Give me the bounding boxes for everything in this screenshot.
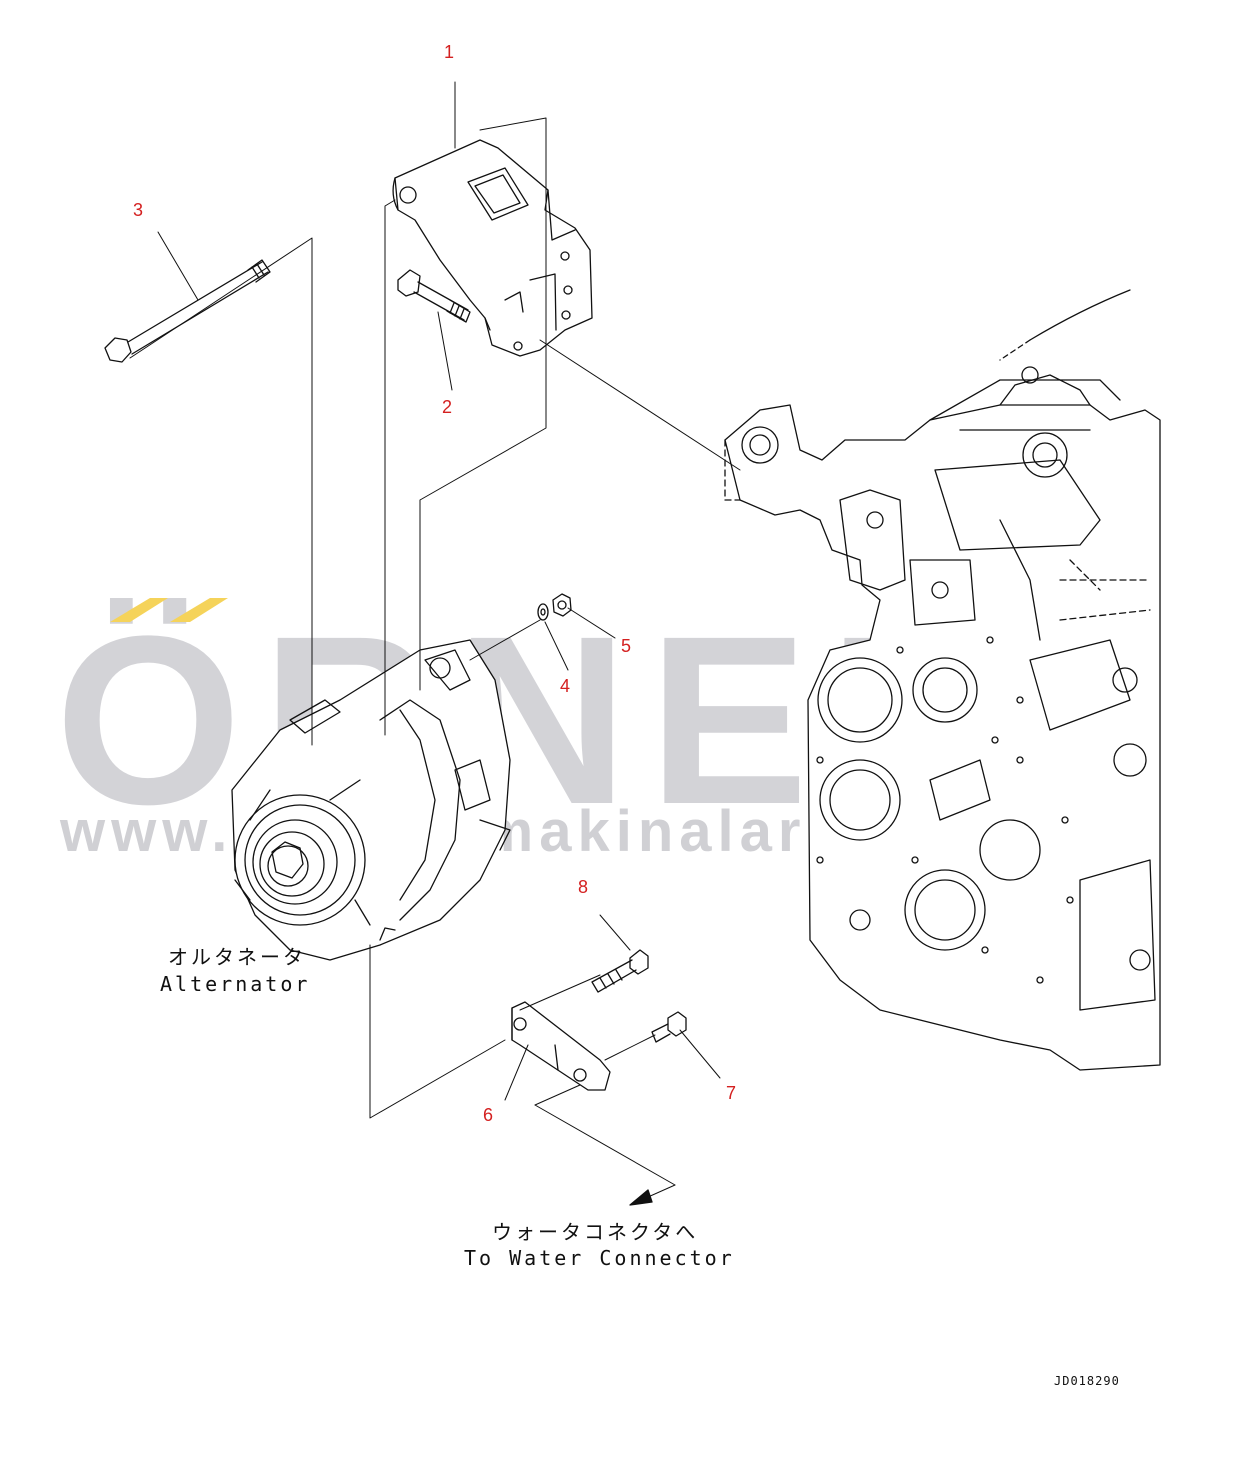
- callout-2: 2: [442, 397, 453, 417]
- water-connector-label-jp: ウォータコネクタへ: [492, 1220, 699, 1244]
- part-1-bracket: [392, 139, 593, 357]
- part-3-long-bolt: [104, 259, 271, 363]
- engine-block: [724, 289, 1161, 1071]
- part-6-link-plate: [511, 1001, 611, 1091]
- part-8-bolt: [591, 949, 649, 993]
- document-id: JD018290: [1054, 1374, 1120, 1388]
- leader-lines: [157, 81, 721, 1101]
- part-7-bolt: [651, 1011, 687, 1043]
- callout-7: 7: [726, 1083, 737, 1103]
- callout-8: 8: [578, 877, 589, 897]
- callout-4: 4: [560, 676, 571, 696]
- watermark-accent-right: [170, 598, 228, 622]
- part-5-nut: [552, 593, 572, 617]
- part-2-bolt: [397, 269, 471, 323]
- watermark-accent-left: [110, 598, 168, 622]
- water-connector-label-en: To Water Connector: [464, 1246, 735, 1270]
- assembly-lines: [129, 117, 741, 1206]
- part-4-washer: [537, 603, 549, 621]
- alternator-assembly: [231, 639, 511, 961]
- callout-3: 3: [133, 200, 144, 220]
- callout-1: 1: [444, 42, 455, 62]
- alternator-label-jp: オルタネータ: [168, 945, 306, 969]
- callout-5: 5: [621, 636, 632, 656]
- water-connector-arrow: [629, 1189, 653, 1206]
- callout-6: 6: [483, 1105, 494, 1125]
- alternator-label-en: Alternator: [160, 972, 311, 996]
